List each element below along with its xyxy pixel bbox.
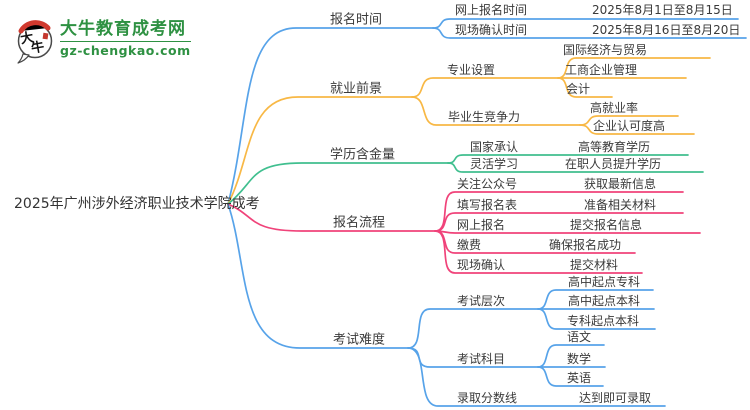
connector-root-signup-time	[227, 27, 434, 205]
logo-bull-badge-icon: 大 牛	[17, 20, 53, 64]
connector-flexible-learning-row	[447, 162, 704, 173]
branch-exam-difficulty: 考试难度	[333, 332, 386, 348]
leaf-level-hs-to-college: 高中起点专科	[568, 275, 641, 289]
node-admission-score-line: 录取分数线	[457, 391, 518, 405]
node-exam-levels: 考试层次	[457, 294, 506, 308]
leaf-subject-english: 英语	[567, 371, 592, 385]
branch-employment-prospects: 就业前景	[330, 81, 383, 97]
site-logo[interactable]: 大 牛 大牛教育成考网 gz-chengkao.com	[14, 18, 191, 64]
connector-admission-score-row	[407, 347, 666, 407]
connector-exam-levels	[407, 308, 539, 349]
leaf-major-accounting: 会计	[566, 82, 591, 96]
leaf-get-latest-info: 获取最新信息	[584, 177, 657, 191]
leaf-prepare-materials: 准备相关材料	[584, 198, 657, 212]
connector-major-3	[557, 77, 613, 98]
logo-text: 大牛教育成考网 gz-chengkao.com	[60, 20, 191, 57]
leaf-level-hs-to-bachelor: 高中起点本科	[568, 294, 641, 308]
connector-root-exam-difficulty	[227, 203, 409, 349]
node-pay-fee: 缴费	[457, 238, 482, 252]
leaf-ensure-signup-success: 确保报名成功	[549, 238, 622, 252]
svg-text:大: 大	[19, 29, 35, 47]
leaf-major-international-trade: 国际经济与贸易	[563, 43, 648, 57]
root-topic: 2025年广州涉外经济职业技术学院成考	[14, 196, 260, 212]
site-name: 大牛教育成考网	[60, 19, 186, 39]
leaf-level-college-to-bachelor: 专科起点本科	[567, 314, 640, 328]
leaf-submit-signup-info: 提交报名信息	[570, 218, 643, 232]
node-flexible-learning: 灵活学习	[470, 157, 519, 171]
leaf-high-employment-rate: 高就业率	[590, 101, 639, 115]
connector-root-degree-value	[227, 162, 449, 205]
node-online-signup-time: 网上报名时间	[455, 3, 528, 17]
branch-signup-process: 报名流程	[333, 215, 386, 231]
branch-signup-time: 报名时间	[330, 12, 383, 28]
leaf-onsite-confirm-dates: 2025年8月16日至8月20日	[592, 23, 741, 37]
leaf-enterprise-recognition: 企业认可度高	[593, 119, 666, 133]
leaf-subject-math: 数学	[567, 352, 592, 366]
branch-degree-value: 学历含金量	[330, 147, 396, 163]
leaf-working-adults-upgrade: 在职人员提升学历	[565, 157, 662, 171]
node-major-offerings: 专业设置	[447, 63, 496, 77]
node-onsite-confirm-step: 现场确认	[457, 258, 506, 272]
leaf-reach-score-to-admit: 达到即可录取	[579, 391, 652, 405]
leaf-higher-education-credential: 高等教育学历	[578, 140, 651, 154]
site-domain: gz-chengkao.com	[60, 40, 191, 58]
node-graduate-competitiveness: 毕业生竞争力	[448, 110, 521, 124]
connector-root-signup-process	[227, 203, 436, 232]
connector-onsite-confirm-step-row	[434, 230, 643, 274]
node-exam-subjects: 考试科目	[457, 352, 506, 366]
connector-onsite-confirm-row	[432, 27, 747, 39]
node-onsite-confirm-time: 现场确认时间	[455, 23, 528, 37]
leaf-major-business-management: 工商企业管理	[565, 63, 638, 77]
node-follow-official-account: 关注公众号	[457, 177, 518, 191]
node-state-recognized: 国家承认	[470, 140, 519, 154]
connector-major-offerings	[411, 77, 559, 98]
svg-text:牛: 牛	[30, 39, 46, 57]
leaf-subject-chinese: 语文	[567, 330, 592, 344]
leaf-online-signup-dates: 2025年8月1日至8月15日	[592, 3, 733, 17]
leaf-submit-materials: 提交材料	[570, 258, 619, 272]
node-online-signup-step: 网上报名	[457, 218, 506, 232]
connector-subject-english	[537, 366, 604, 387]
connector-root-employment	[227, 96, 413, 205]
connector-graduate-competitiveness	[411, 96, 581, 126]
node-fill-signup-form: 填写报名表	[457, 198, 518, 212]
connector-level-3	[537, 308, 656, 330]
connector-enterprise-recognition	[579, 124, 695, 135]
